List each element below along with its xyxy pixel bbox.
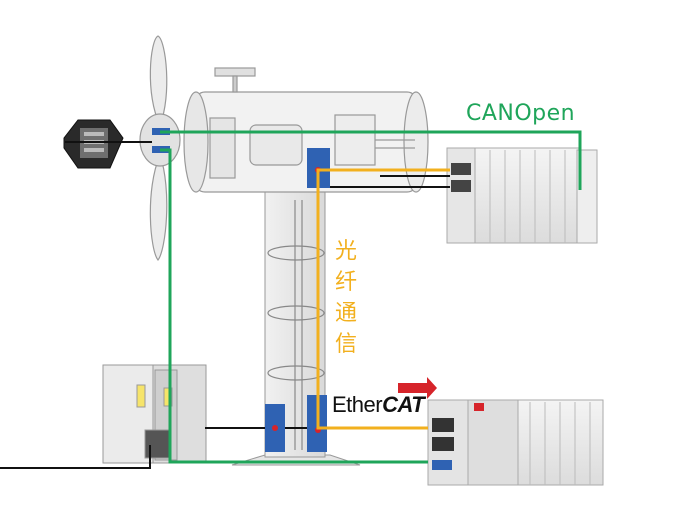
fiber-communication-label: 光 纤 通 信 — [332, 236, 360, 360]
fiber-char-4: 信 — [334, 332, 357, 357]
fiber-char-3: 通 — [334, 301, 357, 326]
signal-lines — [0, 141, 450, 469]
ethercat-logo-prefix: Ether — [332, 392, 383, 417]
ethercat-logo: EtherCAT — [332, 392, 425, 418]
ethercat-arrow-icon — [398, 377, 437, 399]
fiber-char-2: 纤 — [334, 270, 357, 295]
nacelle — [183, 67, 429, 193]
tower-platforms — [267, 245, 325, 381]
ethercat-controller — [427, 399, 604, 486]
converter-cabinet — [102, 364, 207, 464]
fiber-link — [316, 168, 450, 430]
tower-base-node — [265, 404, 285, 452]
canopen-bus — [160, 130, 582, 464]
io-module-nacelle — [446, 147, 598, 244]
canopen-label: CANOpen — [466, 101, 576, 126]
tower-ladder — [294, 200, 303, 450]
ethercat-logo-suffix: CAT — [382, 392, 425, 417]
fiber-char-1: 光 — [334, 239, 357, 264]
pitch-controller-module — [63, 119, 124, 169]
